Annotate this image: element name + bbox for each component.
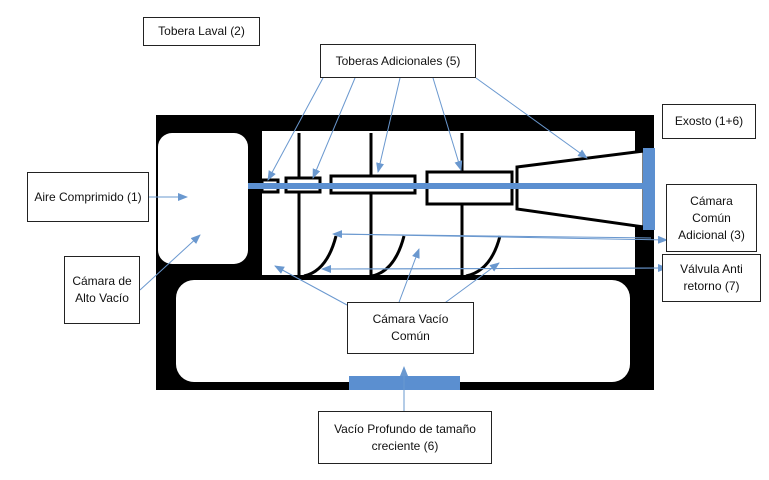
label-vacio-profundo: Vacío Profundo de tamaño creciente (6): [318, 411, 492, 464]
label-camara-vacio-comun: Cámara Vacío Común: [347, 302, 474, 354]
label-tobera-laval: Tobera Laval (2): [143, 17, 260, 46]
arrow-nozzles-to-laval: [267, 77, 324, 181]
label-aire-comprimido: Aire Comprimido (1): [27, 172, 149, 222]
arrow-vacuum-to-chamber: [139, 234, 201, 291]
arrow-common-to-chamber-2: [397, 248, 420, 306]
air-jet-stream: [248, 183, 648, 189]
arrow-nozzles-to-nozzle-3: [432, 77, 463, 171]
arrow-nozzles-to-nozzle-1: [312, 77, 356, 179]
label-valvula-anti-retorno: Válvula Anti retorno (7): [662, 254, 761, 302]
label-exosto: Exosto (1+6): [662, 104, 756, 139]
check-valve-1: [303, 235, 338, 278]
label-toberas-adicionales: Toberas Adicionales (5): [320, 44, 476, 78]
check-valve-3: [465, 235, 502, 278]
check-valve-2: [371, 235, 406, 278]
arrow-common-to-wall-1: [274, 265, 348, 306]
exhaust-plate: [643, 148, 655, 230]
arrow-nozzles-to-diffuser: [475, 77, 588, 159]
high-vacuum-chamber: [158, 133, 248, 264]
arrow-nozzles-to-nozzle-2: [376, 77, 401, 173]
arrow-common-extra-right: [332, 233, 668, 244]
label-camara-comun-adicional: Cámara Común Adicional (3): [666, 184, 757, 252]
label-camara-alto-vacio: Cámara de Alto Vacío: [64, 256, 140, 324]
arrow-common-to-chamber-3: [441, 262, 500, 306]
